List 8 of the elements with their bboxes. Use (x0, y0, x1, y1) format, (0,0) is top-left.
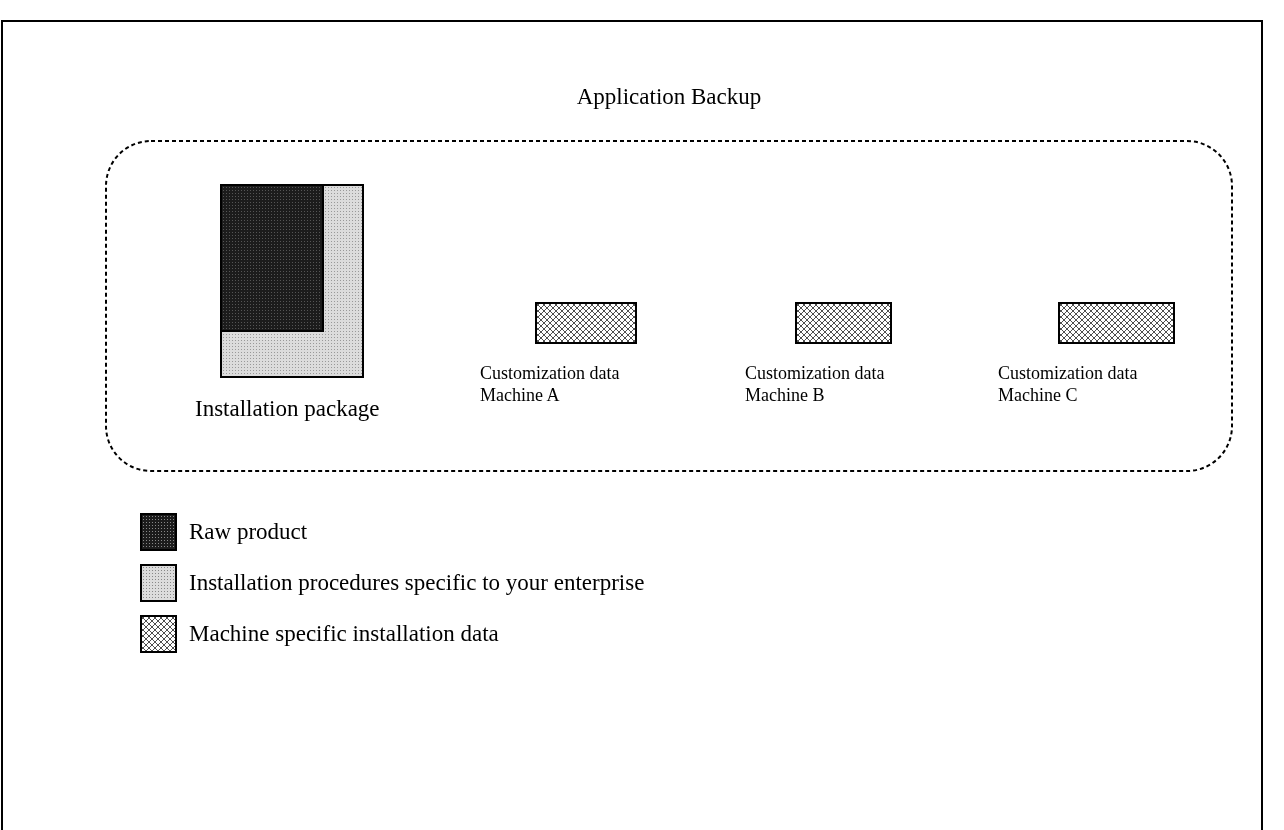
legend-label: Installation procedures specific to your enterprise (189, 568, 645, 597)
legend-label: Raw product (189, 517, 308, 546)
group-title: Application Backup (575, 83, 763, 111)
legend-label: Machine specific installation data (189, 619, 499, 648)
node-label: Customization data Machine A (480, 362, 621, 406)
node-label: Installation package (195, 395, 380, 423)
node-label: Customization data Machine B (745, 362, 886, 406)
node-label: Customization data Machine C (998, 362, 1139, 406)
